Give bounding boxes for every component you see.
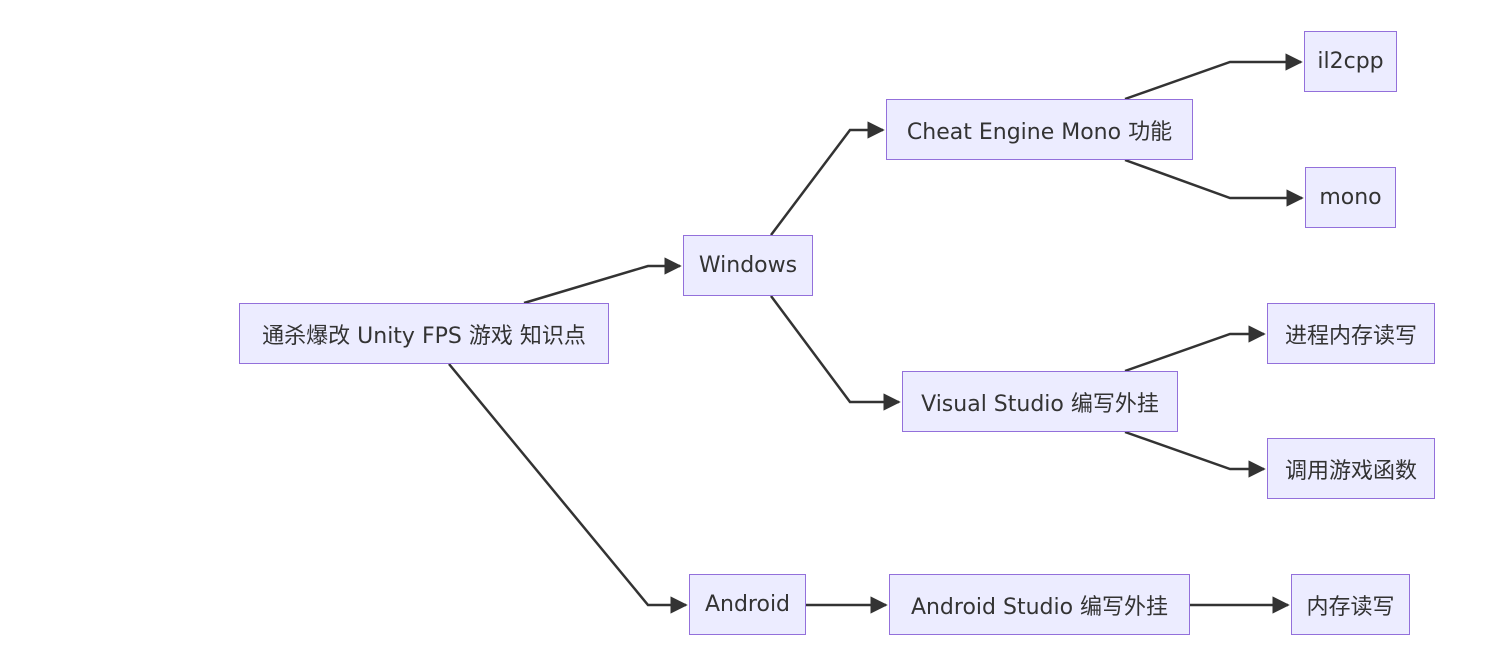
node-il2cpp: il2cpp: [1304, 31, 1397, 92]
node-android-studio: Android Studio 编写外挂: [889, 574, 1190, 635]
node-process-memory: 进程内存读写: [1267, 303, 1435, 364]
edge-root-to-windows: [523, 257, 682, 305]
node-windows: Windows: [683, 235, 813, 296]
node-call-functions: 调用游戏函数: [1267, 438, 1435, 499]
edge-visual-studio-to-process-memory: [1124, 325, 1266, 373]
node-mono: mono: [1305, 167, 1396, 228]
node-cheat-engine: Cheat Engine Mono 功能: [886, 99, 1193, 160]
node-memory-rw: 内存读写: [1291, 574, 1410, 635]
edge-visual-studio-to-call-functions: [1124, 430, 1266, 478]
node-root: 通杀爆改 Unity FPS 游戏 知识点: [239, 303, 609, 364]
edge-root-to-android: [448, 363, 688, 614]
edge-windows-to-cheat-engine: [770, 121, 885, 236]
edge-cheat-engine-to-il2cpp: [1124, 53, 1303, 101]
edge-cheat-engine-to-mono: [1124, 158, 1304, 207]
edge-windows-to-visual-studio: [769, 295, 901, 411]
node-visual-studio: Visual Studio 编写外挂: [902, 371, 1178, 432]
node-android: Android: [689, 574, 806, 635]
